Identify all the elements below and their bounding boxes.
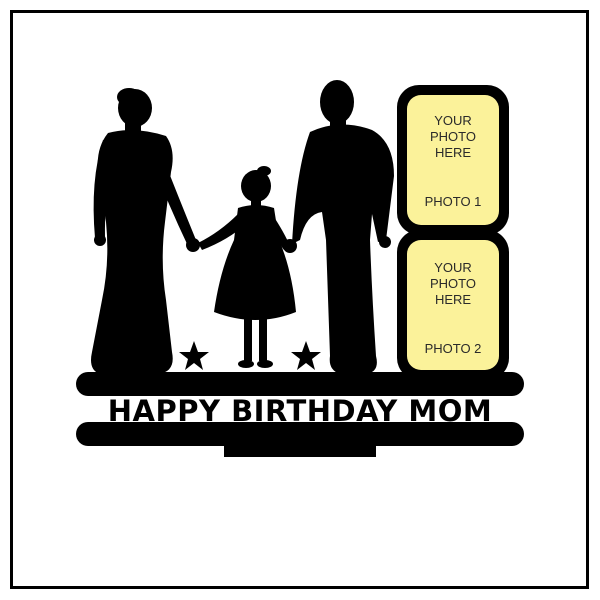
photo-placeholder-line: HERE bbox=[434, 145, 472, 160]
banner-text: HAPPY BIRTHDAY MOM bbox=[107, 394, 493, 428]
photo-placeholder-line: YOUR bbox=[434, 260, 472, 275]
father-silhouette bbox=[283, 80, 394, 374]
daughter-silhouette bbox=[186, 166, 296, 368]
photo-slot-1-label: PHOTO 1 bbox=[424, 194, 482, 209]
star-icon bbox=[179, 341, 209, 370]
base-bar-top bbox=[76, 372, 524, 396]
photo-slot-2-label: PHOTO 2 bbox=[424, 341, 482, 356]
photo-slot-1-placeholder: YOUR PHOTO HERE bbox=[407, 113, 499, 161]
base-stand bbox=[224, 446, 376, 457]
photo-placeholder-line: YOUR bbox=[434, 113, 472, 128]
photo-slot-2[interactable]: YOUR PHOTO HERE PHOTO 2 bbox=[407, 240, 499, 370]
photo-slot-2-placeholder: YOUR PHOTO HERE bbox=[407, 260, 499, 308]
base-bar-bottom bbox=[76, 422, 524, 446]
photo-placeholder-line: PHOTO bbox=[430, 129, 476, 144]
star-icon bbox=[291, 341, 321, 370]
photo-slot-1[interactable]: YOUR PHOTO HERE PHOTO 1 bbox=[407, 95, 499, 225]
mother-silhouette bbox=[91, 88, 196, 374]
photo-placeholder-line: HERE bbox=[434, 292, 472, 307]
photo-placeholder-line: PHOTO bbox=[430, 276, 476, 291]
